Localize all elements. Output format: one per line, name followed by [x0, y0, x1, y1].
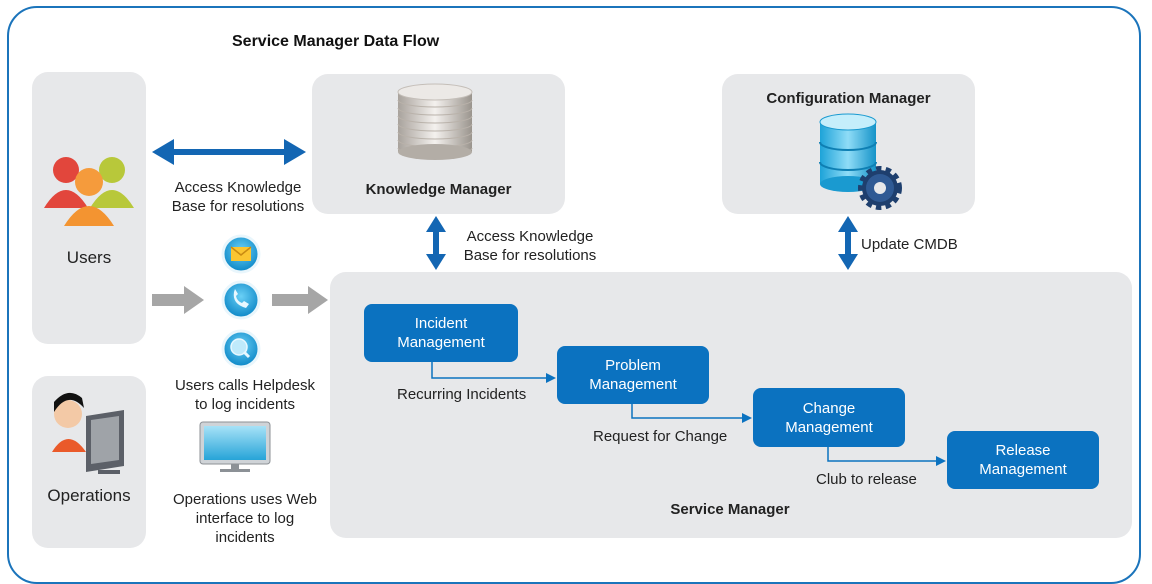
release-line1: Release	[995, 442, 1051, 459]
cmdb-service-arrow	[838, 216, 858, 270]
access-kb-sm-line2: Base for resolutions	[463, 247, 597, 264]
change-line1: Change	[802, 399, 856, 417]
users-calls-line1: Users calls Helpdesk	[174, 377, 316, 394]
intake-arrow-left	[152, 286, 204, 314]
change-to-release-connector	[827, 447, 938, 462]
operations-web-label: Operations uses Web interface to log inc…	[150, 490, 340, 547]
change-management-box: Change Management	[753, 388, 905, 447]
problem-management-box: Problem Management	[557, 346, 709, 404]
recurring-incidents-label: Recurring Incidents	[397, 386, 527, 403]
release-management-box: Release Management	[947, 431, 1099, 489]
access-kb-users-label: Access Knowledge Base for resolutions	[158, 178, 318, 216]
incident-to-problem-connector	[431, 362, 548, 379]
access-kb-sm-label: Access Knowledge Base for resolutions	[450, 227, 610, 265]
access-kb-users-line2: Base for resolutions	[171, 198, 305, 215]
monitor-icon	[199, 421, 271, 472]
problem-line1: Problem	[605, 357, 661, 374]
knowledge-manager-label: Knowledge Manager	[365, 181, 512, 198]
request-for-change-label: Request for Change	[593, 428, 728, 445]
phone-icon	[221, 280, 261, 320]
update-cmdb-label: Update CMDB	[861, 236, 958, 253]
incident-line1: Incident	[414, 315, 468, 332]
problem-line2: Management	[589, 376, 677, 393]
release-line2: Management	[979, 461, 1067, 478]
users-calls-line2: to log incidents	[194, 396, 296, 413]
operations-label: Operations	[47, 486, 131, 505]
operations-web-line1: Operations uses Web	[173, 491, 317, 508]
knowledge-service-arrow	[426, 216, 446, 270]
diagram-title: Service Manager Data Flow	[232, 33, 440, 50]
web-icon	[221, 329, 261, 369]
incident-management-box: Incident Management	[364, 304, 518, 362]
intake-arrow-right	[272, 286, 328, 314]
operations-icon	[52, 392, 124, 474]
operations-web-line2: interface to log	[195, 510, 295, 527]
users-calls-label: Users calls Helpdesk to log incidents	[155, 376, 335, 414]
problem-to-change-connector	[631, 402, 744, 419]
users-icon	[44, 157, 134, 226]
access-kb-sm-line1: Access Knowledge	[466, 228, 594, 245]
flow-connectors	[431, 362, 938, 462]
flow-arrowheads	[546, 373, 946, 466]
users-label: Users	[66, 248, 112, 267]
incident-line2: Management	[397, 334, 485, 351]
configuration-manager-label: Configuration Manager	[766, 90, 931, 107]
access-kb-users-line1: Access Knowledge	[174, 179, 302, 196]
users-knowledge-arrow	[152, 139, 306, 165]
knowledge-database-icon	[397, 83, 473, 160]
change-line2: Management	[785, 418, 873, 436]
operations-web-line3: incidents	[215, 529, 275, 546]
gear-icon	[858, 166, 902, 210]
email-icon	[221, 234, 261, 274]
club-to-release-label: Club to release	[816, 471, 917, 488]
service-manager-label: Service Manager	[670, 501, 790, 518]
